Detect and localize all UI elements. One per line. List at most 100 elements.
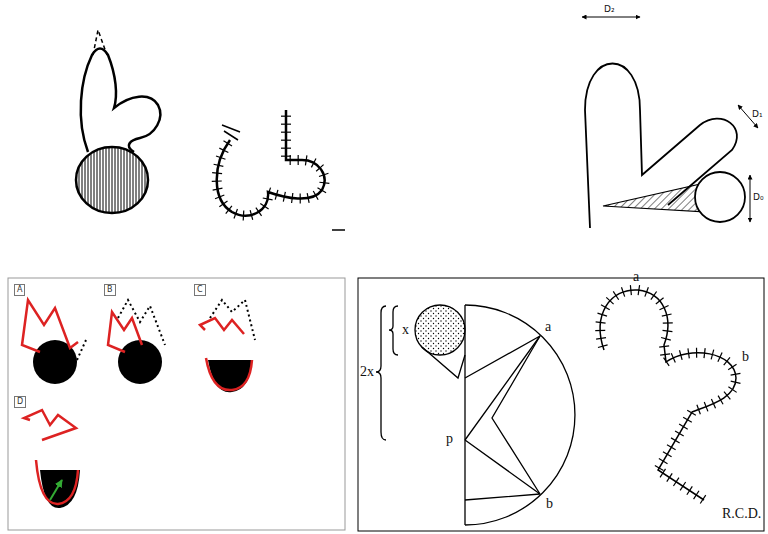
suture-tick [688, 348, 689, 358]
suture-tick [595, 330, 605, 331]
step-a [22, 300, 86, 384]
suture-tick [694, 491, 699, 499]
panel-frame [358, 278, 764, 531]
signature: R.C.D. [722, 507, 761, 521]
step-letter: B [104, 284, 116, 296]
suture-tick [630, 285, 632, 295]
suture-tick [659, 459, 668, 464]
point-label: a [545, 320, 551, 334]
suture-tick [680, 482, 685, 490]
suture-tick [256, 208, 262, 216]
suture-tick [613, 291, 618, 299]
panel-frame [8, 278, 345, 530]
suture-tick [724, 392, 730, 400]
point-label: b [546, 497, 553, 511]
suture-tick [656, 298, 664, 304]
suture-tick [687, 486, 692, 494]
suture-tick [704, 348, 705, 358]
suture-tick [667, 445, 676, 450]
step-c [200, 300, 255, 392]
point-label: p [446, 432, 453, 446]
suture-tick [317, 188, 326, 193]
dimension-label: x [402, 323, 409, 337]
suture-tick [638, 285, 639, 295]
sutured-flap [217, 110, 345, 230]
construction [376, 305, 575, 525]
suture-tick [219, 201, 227, 207]
dimension-label: D₀ [753, 193, 764, 202]
suture-tick [281, 116, 291, 117]
suture-tick [728, 364, 736, 369]
flap-dimensions [582, 17, 758, 228]
suture-tick [267, 188, 270, 197]
suture-tick [598, 345, 608, 348]
step-letter: A [14, 284, 25, 296]
suture-tick [224, 141, 232, 146]
flap-design [76, 30, 160, 213]
suture-tick [298, 155, 299, 165]
suture-tick [662, 330, 672, 331]
suture-tick [728, 387, 736, 393]
suture-tick [275, 190, 278, 200]
step-letter: C [194, 284, 206, 296]
suture-tick [260, 203, 268, 209]
suture-tick [212, 173, 222, 174]
suture-tick [655, 465, 664, 470]
suture-tick [697, 405, 700, 414]
suture-tick [671, 353, 675, 362]
suture-tick [313, 191, 318, 200]
suture-tick [621, 287, 624, 296]
suture-tick [281, 132, 291, 133]
suture-tick [663, 452, 672, 457]
suture-tick [300, 194, 301, 204]
sutured-flap [600, 290, 736, 500]
suture-tick [660, 469, 665, 477]
suture-tick [601, 305, 610, 310]
dimension-label: D₁ [752, 110, 763, 119]
suture-tick [660, 354, 670, 355]
suture-tick [718, 396, 723, 405]
suture-tick [651, 291, 657, 299]
suture-tick [679, 424, 688, 429]
suture-tick [679, 350, 682, 360]
suture-tick [675, 431, 684, 436]
suture-tick [645, 287, 649, 296]
suture-tick [606, 297, 613, 304]
suture-tick [663, 322, 673, 324]
suture-tick [596, 322, 606, 323]
suture-tick [305, 155, 306, 165]
suture-tick [661, 338, 671, 341]
suture-tick [281, 156, 291, 157]
suture-tick [234, 209, 237, 218]
suture-tick [214, 164, 224, 166]
suture-tick [219, 148, 228, 152]
suture-tick [696, 348, 697, 358]
suture-tick [216, 156, 225, 159]
suture-tick [662, 314, 672, 316]
point-label: b [742, 350, 749, 364]
suture-tick [667, 473, 672, 481]
suture-tick [718, 353, 722, 362]
suture-tick [213, 188, 223, 190]
suture-tick [281, 148, 291, 149]
step-b [108, 300, 165, 384]
suture-tick [316, 165, 323, 172]
suture-tick [319, 173, 328, 176]
suture-tick [212, 180, 222, 182]
suture-tick [673, 478, 678, 486]
suture-tick [731, 381, 741, 383]
suture-tick [659, 346, 669, 347]
suture-tick [700, 495, 705, 503]
suture-tick [307, 193, 309, 203]
suture-marks [212, 116, 741, 503]
suture-tick [226, 206, 232, 214]
dimension-label: D₂ [604, 5, 615, 14]
dimension-label: 2x [360, 365, 374, 379]
suture-tick [671, 438, 680, 443]
suture-tick [664, 358, 670, 366]
suture-tick [281, 124, 291, 125]
suture-tick [731, 373, 741, 375]
suture-tick [597, 313, 607, 316]
suture-tick [596, 338, 606, 340]
